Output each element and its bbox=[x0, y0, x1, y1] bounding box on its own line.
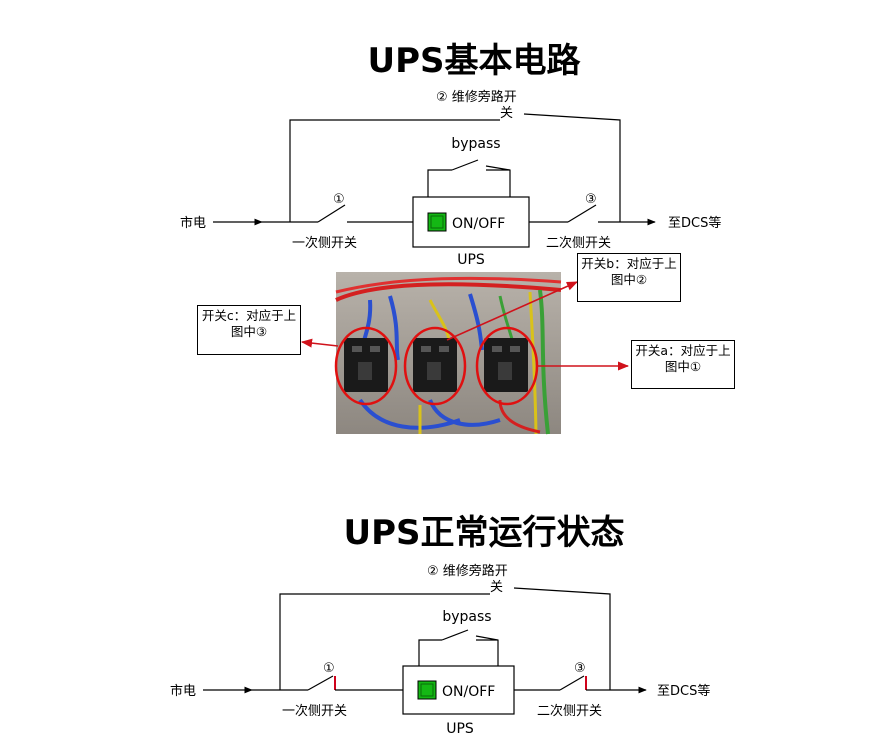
callout-switch-b: 开关b：对应于上图中② bbox=[577, 253, 681, 302]
breaker-a-highlight-circle bbox=[475, 326, 539, 406]
diagram2-input-label: 市电 bbox=[170, 683, 196, 699]
diagram1-input-label: 市电 bbox=[180, 215, 206, 231]
diagram1-power-button-icon bbox=[427, 212, 447, 232]
diagram1-internal-bypass-wire bbox=[427, 165, 511, 197]
callout-switch-b-text: 开关b：对应于上图中② bbox=[581, 256, 677, 287]
callout-c-arrow bbox=[300, 338, 339, 348]
diagram1-switch3-blade bbox=[567, 204, 597, 223]
diagram-ups-basic-circuit: UPS基本电路 ② 维修旁路开 关 市电 ① 一次侧开关 ON/OFF UPS … bbox=[180, 41, 721, 268]
diagram1-switch1-blade bbox=[317, 204, 346, 223]
diagram1-output-label: 至DCS等 bbox=[668, 215, 721, 231]
diagram2-switch1-number: ① bbox=[323, 661, 335, 676]
diagram2-internal-bypass-blade bbox=[441, 629, 469, 641]
callout-switch-a-text: 开关a：对应于上图中① bbox=[635, 343, 731, 374]
breaker-panel-photo bbox=[334, 272, 562, 435]
diagram1-ups-label: UPS bbox=[457, 252, 485, 268]
diagram1-bypass-label: bypass bbox=[451, 136, 500, 152]
diagram1-maintenance-bypass-wire bbox=[289, 113, 621, 222]
diagram2-ups-label: UPS bbox=[446, 721, 474, 737]
breaker-b-highlight-circle bbox=[403, 326, 467, 406]
diagram1-switch1-label: 一次侧开关 bbox=[292, 235, 357, 251]
diagram2-switch3-label: 二次侧开关 bbox=[537, 703, 602, 719]
diagram2-bypass-label: bypass bbox=[442, 609, 491, 625]
diagram2-switch3-number: ③ bbox=[574, 661, 586, 676]
callout-switch-c-text: 开关c：对应于上图中③ bbox=[201, 308, 297, 339]
callout-b-arrow bbox=[446, 281, 579, 341]
diagram1-bypass-switch-label: ② 维修旁路开 关 bbox=[436, 89, 521, 121]
diagram2-output-label: 至DCS等 bbox=[657, 683, 710, 699]
diagram2-bypass-switch-label: ② 维修旁路开 关 bbox=[427, 563, 512, 595]
diagram1-switch3-number: ③ bbox=[585, 192, 597, 207]
diagram1-switch1-number: ① bbox=[333, 192, 345, 207]
callout-switch-a: 开关a：对应于上图中① bbox=[631, 340, 735, 389]
diagram1-power-button-label: ON/OFF bbox=[452, 216, 505, 232]
diagram1-internal-bypass-blade bbox=[451, 159, 479, 171]
diagram1-title: UPS基本电路 bbox=[367, 41, 581, 81]
diagram1-bypass-switch-label-line1: ② 维修旁路开 bbox=[436, 89, 517, 105]
diagram2-switch3-blade bbox=[559, 675, 585, 691]
diagram2-bypass-switch-label-line1: ② 维修旁路开 bbox=[427, 563, 508, 579]
callout-switch-c: 开关c：对应于上图中③ bbox=[197, 305, 301, 355]
diagram-ups-normal-operation: UPS正常运行状态 ② 维修旁路开 关 市电 ① 一次侧开关 ON/OFF UP… bbox=[170, 513, 710, 737]
diagram2-switch1-label: 一次侧开关 bbox=[282, 703, 347, 719]
diagram2-power-button-label: ON/OFF bbox=[442, 684, 495, 700]
diagram2-internal-bypass-wire bbox=[418, 635, 499, 666]
diagram1-bypass-switch-label-line2: 关 bbox=[500, 106, 513, 121]
diagram2-bypass-switch-label-line2: 关 bbox=[490, 580, 503, 595]
diagram2-switch1-blade bbox=[307, 675, 334, 691]
diagram1-switch3-label: 二次侧开关 bbox=[546, 235, 611, 251]
diagram2-maintenance-bypass-wire bbox=[279, 587, 611, 690]
diagram2-power-button-icon bbox=[417, 680, 437, 700]
breaker-c-highlight-circle bbox=[334, 326, 398, 406]
diagram2-title: UPS正常运行状态 bbox=[343, 513, 624, 553]
